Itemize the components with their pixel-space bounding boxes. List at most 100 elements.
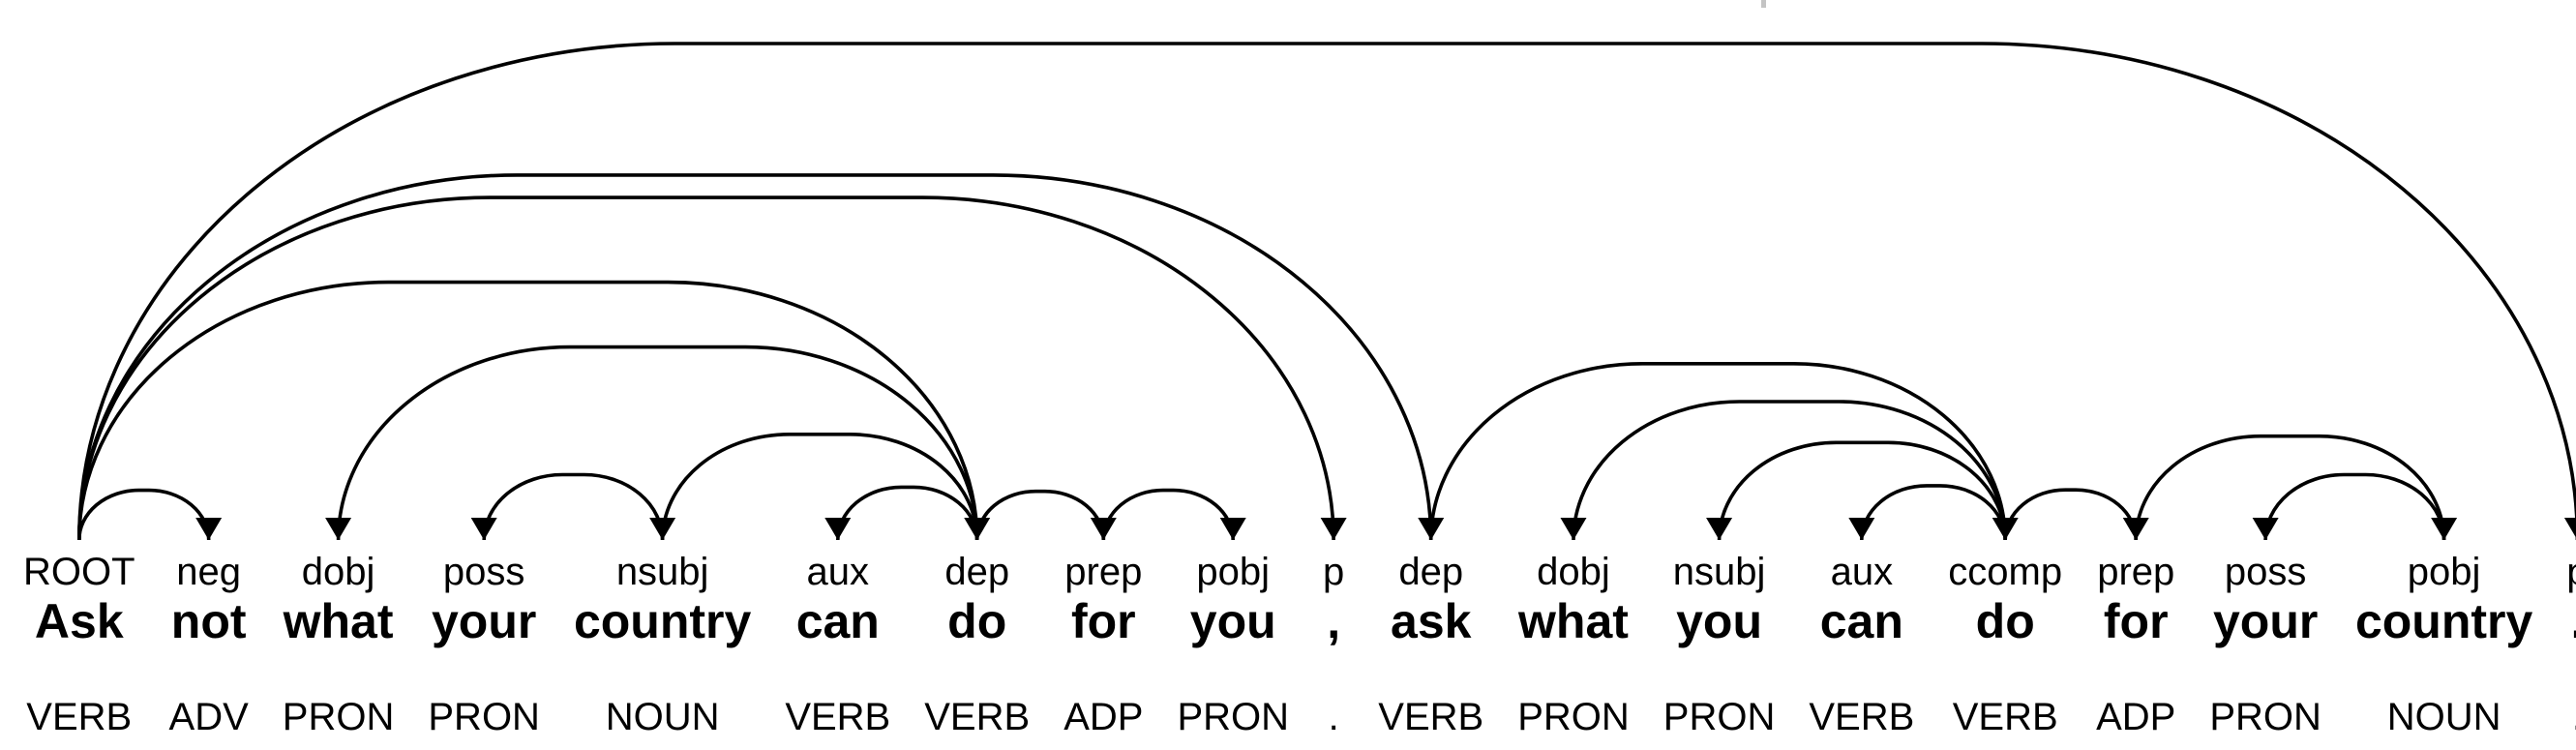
dep-label: dobj <box>301 551 375 593</box>
token-word: can <box>1819 594 1903 648</box>
arrowhead-icon <box>2252 518 2279 540</box>
token-column-for-1: prep for ADP <box>1063 553 1143 736</box>
arrowhead-icon <box>1706 518 1733 540</box>
pos-tag: PRON <box>1517 696 1630 738</box>
dep-label: p <box>2566 553 2576 591</box>
token-word: not <box>170 594 247 648</box>
dependency-arc-dobj <box>1572 400 2007 541</box>
dependency-arc-p <box>77 42 2576 541</box>
dep-label: pobj <box>2407 551 2481 593</box>
dependency-arc-neg <box>77 488 211 541</box>
arrowhead-icon <box>2431 518 2458 540</box>
dependency-arc-prep <box>974 489 1106 541</box>
token-word: Ask <box>34 594 124 648</box>
dependency-arc-pobj <box>2134 434 2446 541</box>
dependency-arc-dep <box>77 280 979 541</box>
dependency-arc-poss <box>2263 472 2446 541</box>
arrowhead-icon <box>1320 518 1347 540</box>
token-column-can-2: aux can VERB <box>1809 553 1914 736</box>
dep-label: aux <box>1830 551 1894 593</box>
dependency-arc-nsubj <box>1717 440 2007 541</box>
dep-label: nsubj <box>615 551 709 593</box>
token-word: your <box>431 594 537 648</box>
token-column-not: neg not ADV <box>169 553 249 736</box>
token-word: your <box>2212 594 2319 648</box>
token-word: country <box>573 594 752 648</box>
dependency-arc-p <box>77 195 1335 541</box>
dependency-arc-aux <box>1860 484 2007 541</box>
token-word: you <box>1676 594 1763 648</box>
token-word: , <box>1327 594 1341 648</box>
dep-label: prep <box>2097 551 2175 593</box>
pos-tag: VERB <box>1809 696 1915 738</box>
pos-tag: ADV <box>168 696 249 738</box>
pos-tag: . <box>2572 698 2576 736</box>
token-word: country <box>2354 594 2533 648</box>
dependency-arc-ccomp <box>1428 362 2007 541</box>
token-word: ask <box>1391 594 1472 648</box>
token-column-you-2: nsubj you PRON <box>1663 553 1776 736</box>
dependency-arc-prep <box>2003 488 2138 541</box>
token-column-what-2: dobj what PRON <box>1517 553 1630 736</box>
pos-tag: VERB <box>26 696 133 738</box>
token-column-do-2: ccomp do VERB <box>1948 553 2062 736</box>
dep-label: poss <box>442 551 525 593</box>
token-column-ask-2: dep ask VERB <box>1378 553 1483 736</box>
token-column-country-1: nsubj country NOUN <box>574 553 751 736</box>
dep-label: dobj <box>1537 551 1610 593</box>
arrowhead-icon <box>1090 518 1117 540</box>
arrowhead-icon <box>325 518 352 540</box>
token-word: for <box>2103 594 2169 648</box>
pos-tag: PRON <box>1662 696 1776 738</box>
dependency-arc-dobj <box>336 345 979 541</box>
token-word: you <box>1189 594 1276 648</box>
token-word: do <box>947 594 1007 648</box>
pos-tag: NOUN <box>2386 696 2501 738</box>
arrowhead-icon <box>1992 518 2019 540</box>
dep-label: ccomp <box>1948 551 2063 593</box>
dep-label: prep <box>1064 551 1143 593</box>
token-word: . <box>2570 597 2576 645</box>
dep-label: aux <box>806 551 870 593</box>
token-word: do <box>1975 594 2035 648</box>
arrowhead-icon <box>2122 518 2149 540</box>
token-column-what-1: dobj what PRON <box>283 553 395 736</box>
token-word: what <box>283 594 394 648</box>
dep-label: poss <box>2224 551 2307 593</box>
pos-tag: VERB <box>924 696 1031 738</box>
dep-label: neg <box>176 551 242 593</box>
dependency-arc-aux <box>836 485 979 541</box>
token-column-ask: ROOT Ask VERB <box>23 553 135 736</box>
token-word: for <box>1070 594 1136 648</box>
token-word: can <box>795 594 880 648</box>
token-column-can-1: aux can VERB <box>785 553 890 736</box>
arrowhead-icon <box>824 518 852 540</box>
arrowhead-icon <box>964 518 991 540</box>
pos-tag: . <box>1328 696 1339 738</box>
pos-tag: PRON <box>428 696 540 738</box>
pos-tag: ADP <box>2096 696 2176 738</box>
dependency-arc-dep <box>77 173 1433 541</box>
arrowhead-icon <box>1418 518 1445 540</box>
pos-tag: VERB <box>1952 696 2058 738</box>
arrowhead-icon <box>1219 518 1246 540</box>
dep-label: dep <box>1398 551 1464 593</box>
pos-tag: NOUN <box>605 696 720 738</box>
pos-tag: VERB <box>785 696 891 738</box>
pos-tag: PRON <box>2209 696 2321 738</box>
dep-label: nsubj <box>1672 551 1766 593</box>
arrowhead-icon <box>1560 518 1587 540</box>
arrowhead-icon <box>2563 518 2576 538</box>
dependency-arc-nsubj <box>660 433 979 541</box>
token-word: what <box>1518 594 1629 648</box>
dep-label: p <box>1323 551 1345 593</box>
arrowhead-icon <box>649 518 676 540</box>
dependency-arc-poss <box>482 472 665 541</box>
pos-tag: ADP <box>1063 696 1144 738</box>
arrowhead-icon <box>1848 518 1875 540</box>
dep-label: pobj <box>1196 551 1271 593</box>
pos-tag: PRON <box>282 696 395 738</box>
dep-label: dep <box>944 551 1010 593</box>
token-column-your-1: poss your PRON <box>428 553 540 736</box>
